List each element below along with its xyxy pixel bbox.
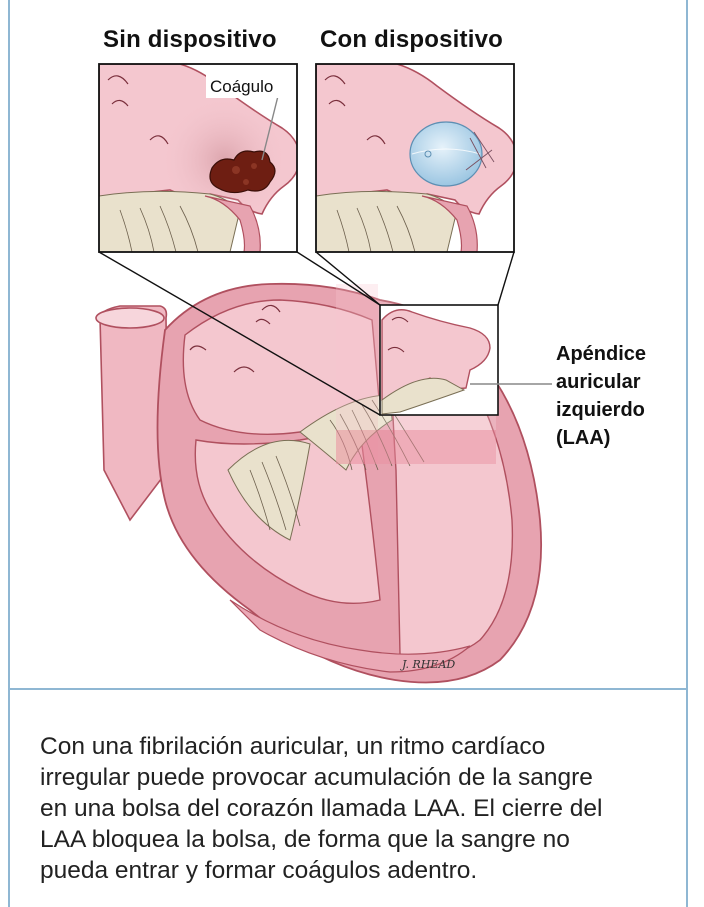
zoom-without-device: Coágulo: [99, 64, 300, 252]
caption-line: LAA bloquea la bolsa, de forma que la sa…: [40, 824, 670, 855]
clot-label: Coágulo: [210, 77, 273, 96]
occlusion-device-icon: [410, 122, 482, 186]
zoom-with-device: [316, 64, 517, 252]
caption-line: en una bolsa del corazón llamada LAA. El…: [40, 793, 670, 824]
laa-label-line: izquierdo: [556, 396, 646, 424]
caption-text: Con una fibrilación auricular, un ritmo …: [40, 731, 670, 886]
laa-label-line: (LAA): [556, 424, 646, 452]
laa-label-line: auricular: [556, 368, 646, 396]
laa-label-line: Apéndice: [556, 340, 646, 368]
caption-line: irregular puede provocar acumulación de …: [40, 762, 670, 793]
laa-inset: [380, 305, 552, 415]
caption-line: pueda entrar y formar coágulos adentro.: [40, 855, 670, 886]
laa-label: Apéndice auricular izquierdo (LAA): [556, 340, 646, 452]
artist-signature: J. RHEAD: [400, 658, 455, 671]
caption-line: Con una fibrilación auricular, un ritmo …: [40, 731, 670, 762]
